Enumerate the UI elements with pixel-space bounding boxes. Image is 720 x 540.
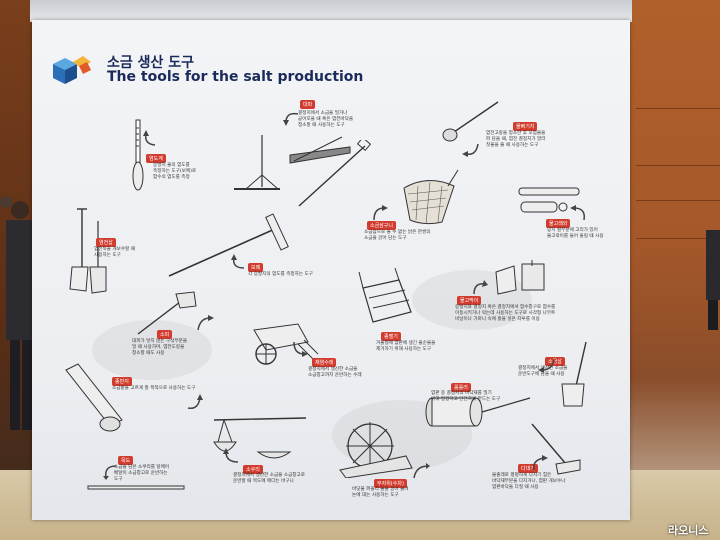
arrow-icon — [223, 448, 239, 463]
tag-mokdo: 목도 — [118, 456, 134, 465]
pyeongbanggi-sketch — [65, 363, 123, 432]
photo-watermark: 라오니스 — [668, 524, 709, 537]
tag-sopi: 소피 — [157, 330, 173, 339]
chaeyeomsure-sketch — [253, 323, 319, 365]
desc-geonbaegi: 겨울철에 염판에 생긴 물순물을 제거하기 위해 사용하는 도구 — [376, 341, 436, 353]
tag-sokuri: 소쿠리 — [243, 465, 263, 474]
tag-sogeumgeunari: 소금삼구니 — [367, 221, 397, 230]
wall-panel-seam — [636, 165, 720, 166]
tag-mujawi: 무자위(수차) — [374, 479, 407, 488]
mujawi-sketch — [339, 422, 413, 478]
tag-bume: 보메 — [248, 263, 264, 272]
arrow-icon — [462, 143, 479, 157]
arrow-icon — [373, 205, 388, 221]
mulgorae-sketch — [518, 187, 580, 213]
yeomjeonsap-sketch — [69, 208, 107, 294]
desc-mujawi: 바닷물 퍼올리 물을 끌어 올려 논에 대는 사용하는 도구 — [352, 487, 409, 499]
desc-yeomjeonsap: 염전둑을 개보수할 때 사용하는 도구 — [94, 247, 135, 259]
sopi-sketch — [137, 291, 197, 335]
desc-daedaegi: 물출레로 평평하게 다지기 힘든 바닥재부분을 다지거나, 염판 개보수나 염판… — [492, 473, 566, 491]
tag-yeomjeonsap: 염전삽 — [96, 238, 116, 247]
tag-sogeumsap: 소금삽 — [545, 357, 565, 366]
tag-mulgorae: 물고래와 — [546, 219, 571, 228]
bambaegi-sketch — [442, 101, 499, 142]
desc-sopi: 대파가 닿지 않는 구석부분을 밀 때 사용하며, 염전도랑을 청소할 때도 사… — [132, 339, 188, 357]
mokdo-sketch — [87, 485, 185, 490]
sogeumsap-sketch — [561, 341, 587, 407]
arrow-icon — [103, 465, 117, 480]
tag-chaeyeomsure: 채염수레 — [312, 358, 337, 367]
tag-bambaegi: 물빠기지 — [513, 122, 538, 131]
desc-sokuri: 결정지에서 생산한 소금을 소금창고로 운반할 때 목도에 매다는 바구니 — [233, 473, 306, 485]
wall-panel-seam — [636, 238, 720, 239]
right-wall-panels — [630, 0, 720, 540]
wall-panel-seam — [636, 200, 720, 201]
board-top-frame — [30, 0, 632, 22]
desc-sogeumgeunari: 소금삼으로 둘 수 없는 낡은 잔쌍의 소금을 긁어 담는 도구 — [364, 230, 431, 242]
arrow-icon — [143, 130, 156, 146]
page-title-english: The tools for the salt production — [107, 69, 364, 85]
tag-roller: 롤롤러 — [451, 383, 471, 392]
desc-chaeyeomsure: 결정지에서 생산한 소금을 소금창고까지 운반하는 수레 — [308, 367, 362, 379]
desc-daepa: 결정지에서 소금을 밀거나 곧어모을 때 혹은 염전바닥을 청소할 때 사용하는… — [298, 111, 354, 129]
arrow-icon — [283, 112, 299, 126]
arrow-icon — [538, 359, 555, 373]
desc-mulgorae: 망치 철부분에 고리가 있어 물고락이를 들어 올릴 때 사용 — [547, 228, 604, 240]
arrow-icon — [532, 455, 548, 471]
arrow-icon — [197, 315, 214, 331]
arrow-icon — [187, 394, 203, 410]
tag-pyeongbanggi: 종반지 — [112, 377, 132, 386]
desc-bambaegi: 염전고랑을 청소한 후 오염물을 퍼 담을 때, 염전 결정지가 말라 잣물을 … — [486, 131, 546, 149]
tag-daepa: 대파 — [300, 100, 316, 109]
desc-mokdo: 소금을 담은 소쿠리를 달매어 배달이 소금창고로 운반하는 도구 — [114, 465, 170, 483]
arrow-icon — [413, 463, 430, 479]
geonbaegi-sketch — [358, 268, 412, 323]
daepa-sketch — [234, 135, 351, 190]
sokuri-sketch — [213, 417, 307, 459]
tag-geonbaegi: 종벨기 — [381, 332, 401, 341]
sogeumgeunari-sketch — [403, 169, 459, 225]
desc-yeomdogye: 증발지 물의 염도를 측정하는 도구(보메)로 함수의 염도를 측정 — [153, 163, 197, 181]
visitors-silhouettes — [0, 196, 36, 430]
daedaegi-sketch — [531, 423, 581, 475]
arrow-icon — [231, 254, 245, 269]
visitor-right — [706, 230, 720, 330]
arrow-icon — [293, 341, 308, 357]
wall-panel-seam — [636, 108, 720, 109]
board-texture — [92, 320, 212, 380]
tag-daedaegi: 다대기 — [518, 464, 538, 473]
tag-yeomdogye: 염도계 — [146, 154, 166, 163]
bume-sketch — [168, 213, 289, 277]
mulgomagi-sketch — [495, 260, 545, 295]
cube-logo-icon — [53, 56, 91, 84]
page-title-korean: 소금 생산 도구 — [107, 55, 195, 71]
desc-roller: 염판 중 결정지의 바닥재를 밀기 위해 평평하고 단단하게 만드는 도구 — [431, 391, 501, 403]
desc-pyeongbanggi: 소금밭을 고르게 할 목적으로 사용하는 도구 — [112, 386, 196, 391]
desc-mulgomagi: 증발지와 결정지 혹은 결정지에서 함수창구로 염수를 이동시키거나 막는데 사… — [455, 305, 556, 323]
arrow-icon — [473, 280, 488, 295]
long-handle-sketch — [298, 140, 372, 207]
desc-bume: 각 증발지의 염도를 측정하는 도구 — [248, 272, 314, 277]
roller-sketch — [425, 397, 531, 427]
yeomdogye-sketch — [132, 119, 144, 191]
arrow-icon — [570, 205, 586, 221]
tag-mulgomagi: 물고막이 — [457, 296, 482, 305]
